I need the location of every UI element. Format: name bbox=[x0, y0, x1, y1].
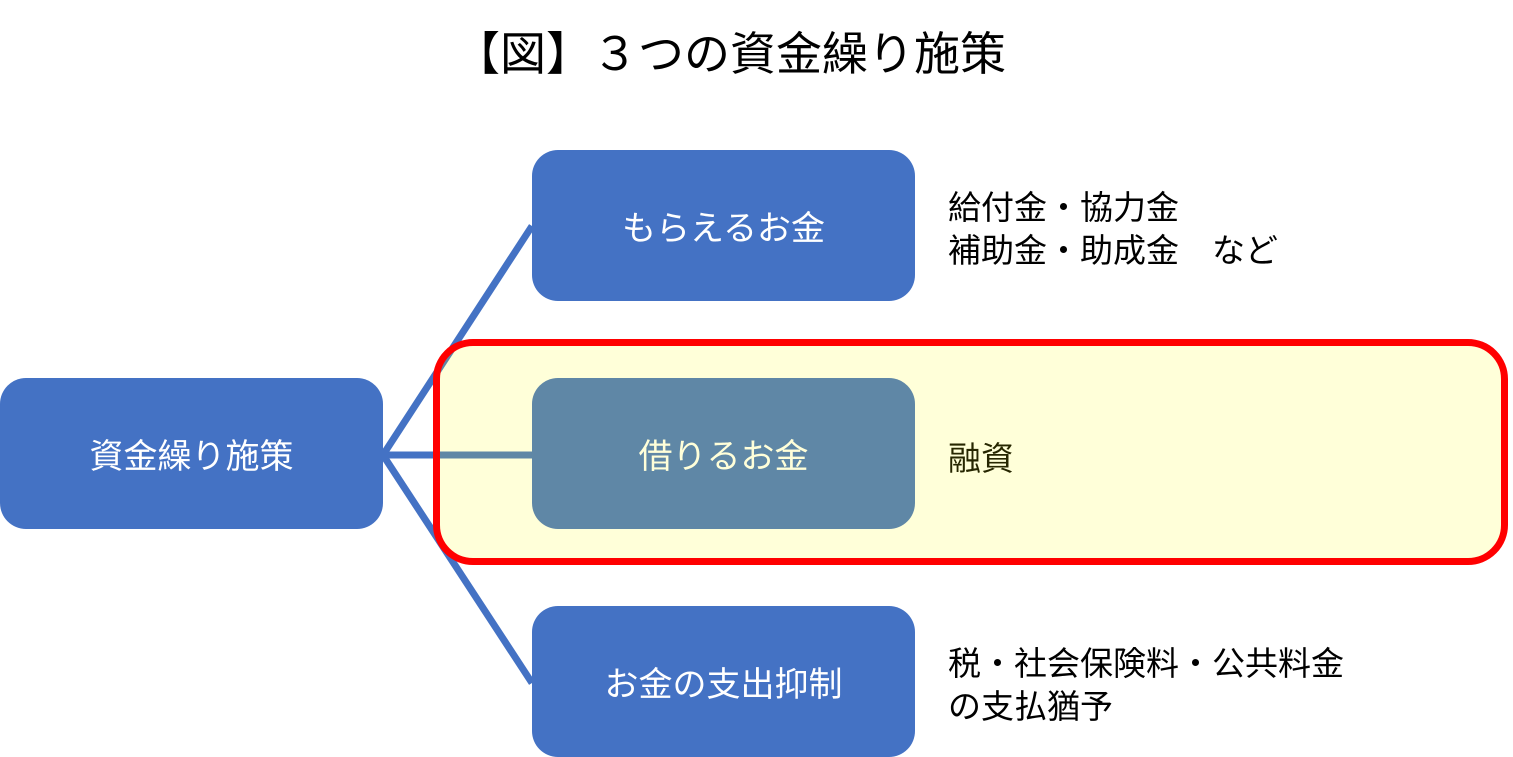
branch-label: もらえるお金 bbox=[622, 209, 825, 249]
branch-label: お金の支出抑制 bbox=[604, 665, 843, 705]
branch-label: 借りるお金 bbox=[638, 437, 809, 477]
highlight-frame bbox=[433, 339, 1508, 565]
branch-node-borrow: 借りるお金 bbox=[532, 378, 915, 529]
diagram-title: 【図】３つの資金繰り施策 bbox=[454, 27, 1006, 81]
root-node: 資金繰り施策 bbox=[0, 378, 383, 529]
branch-notes-reduce: 税・社会保険料・公共料金 の支払猶予 bbox=[948, 642, 1344, 728]
root-label: 資金繰り施策 bbox=[89, 437, 294, 477]
connector-top bbox=[380, 224, 535, 457]
note-line: 補助金・助成金 など bbox=[948, 231, 1278, 270]
note-line: 税・社会保険料・公共料金 bbox=[948, 644, 1344, 683]
branch-node-reduce: お金の支出抑制 bbox=[532, 606, 915, 757]
note-line: 給付金・協力金 bbox=[948, 188, 1179, 227]
note-line: 融資 bbox=[948, 439, 1014, 478]
branch-notes-receive: 給付金・協力金 補助金・助成金 など bbox=[948, 186, 1278, 272]
branch-node-receive: もらえるお金 bbox=[532, 150, 915, 301]
note-line: の支払猶予 bbox=[948, 687, 1113, 726]
branch-notes-borrow: 融資 bbox=[948, 437, 1014, 480]
connector-bottom bbox=[380, 453, 535, 685]
